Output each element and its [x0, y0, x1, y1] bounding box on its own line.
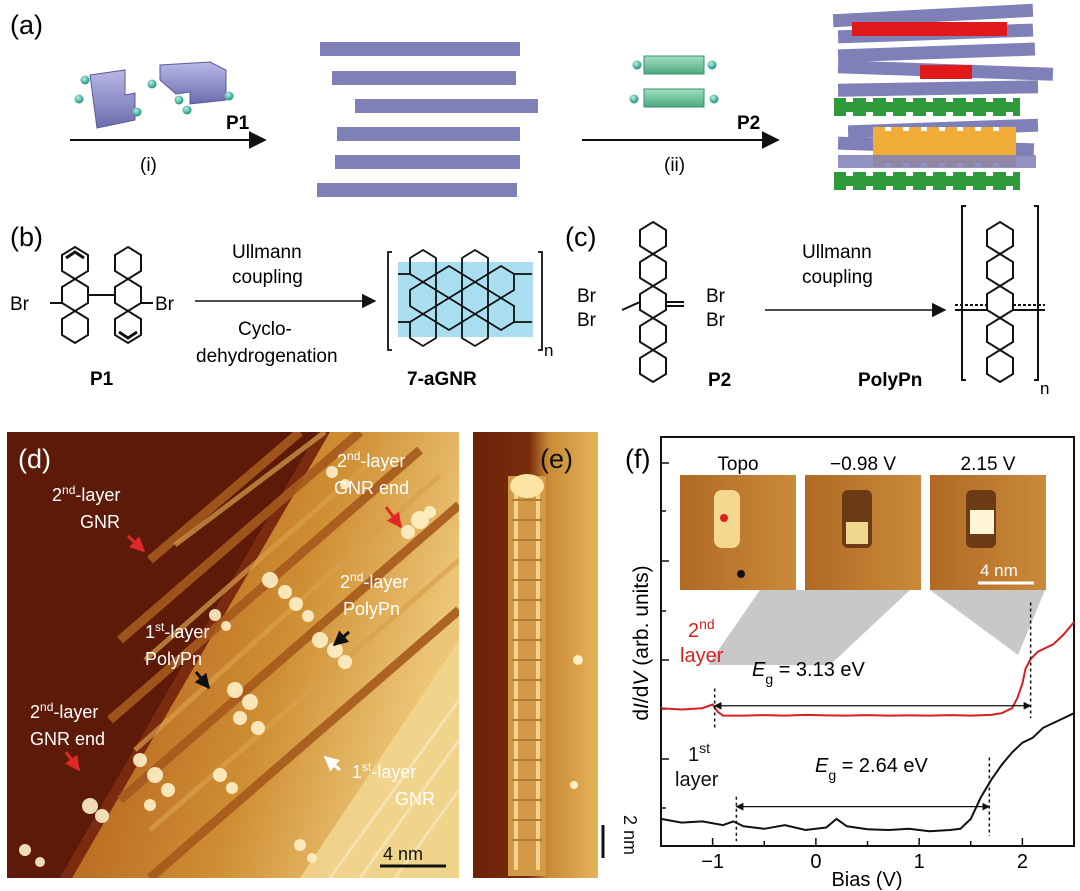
spectra-curves [660, 621, 1075, 833]
gnr-subscript-n: n [544, 341, 553, 360]
product-7agnr: 7-aGNR [407, 369, 477, 390]
step-ii-label: (ii) [664, 155, 685, 176]
polypn-subscript-n: n [1040, 379, 1049, 398]
mixed-ribbon-stack [832, 3, 1054, 190]
layer1-label-line1: 1st [688, 740, 710, 766]
panel-c-label: (c) [565, 222, 596, 252]
panel-f: (f) −1 0 1 2 Bias (V) dI/dV (arb. units) [625, 436, 1075, 891]
inset-images: 4 nm Topo −0.98 V 2.15 V [680, 454, 1046, 665]
precursor-p2: P2 [708, 370, 731, 391]
series-line-1st-layer [660, 712, 1075, 833]
ann-1st-polypn-line1: 1st-layer [145, 620, 209, 642]
ann-1st-polypn-line2: PolyPn [145, 649, 202, 669]
br-right: Br [155, 294, 175, 315]
reagent-p1-label: P1 [226, 113, 250, 134]
y-axis-label: dI/dV (arb. units) [630, 565, 653, 720]
ullmann-label-b: Ullmann [232, 242, 302, 263]
panel-a-label: (a) [10, 10, 43, 40]
ann-2nd-gnr-line1: 2nd-layer [52, 483, 120, 505]
gap-markers [713, 602, 1032, 842]
step-i-label: (i) [140, 155, 157, 176]
panel-b: (b) Br Br P1 Ullmann coupling Cyclo- deh… [10, 222, 553, 390]
layer2-label-line2: layer [680, 645, 724, 667]
arrow-2nd-gnr-end-top [384, 506, 403, 529]
cyclo-label: Cyclo- [238, 319, 292, 340]
polypn-structure [955, 205, 1045, 384]
panel-e-label: (e) [540, 444, 573, 474]
ann-2nd-polypn-line1: 2nd-layer [340, 570, 408, 592]
layer1-label-line2: layer [675, 769, 719, 791]
arrow-2nd-gnr [126, 534, 146, 553]
br-2: Br [577, 310, 597, 331]
br-1: Br [577, 286, 597, 307]
p1-molecule-icon [74, 61, 234, 129]
dehydrogenation-label: dehydrogenation [196, 346, 338, 367]
ann-2nd-gnr-line2: GNR [80, 512, 120, 532]
inset-red-dot [720, 514, 728, 522]
panel-a: (a) P1 (i) [10, 3, 1054, 197]
ann-2nd-polypn-line2: PolyPn [343, 599, 400, 619]
gnr-stack [317, 42, 538, 197]
ullmann-label-c: Ullmann [802, 242, 872, 263]
ann-2nd-gnr-end-top-line1: 2nd-layer [337, 449, 405, 471]
p2-structure [621, 220, 684, 384]
inset-label-m098: −0.98 V [830, 454, 896, 475]
y-ticks [661, 462, 669, 809]
ann-2nd-gnr-end-bottom-line2: GNR end [30, 729, 105, 749]
panel-d-stm-image: (d) 2nd-layer GNR 2nd-layer GNR end 2nd-… [7, 432, 459, 878]
arrow-2nd-gnr-end-bottom [64, 751, 81, 772]
ann-2nd-gnr-end-top-line2: GNR end [334, 478, 409, 498]
gnr-7a-structure [387, 248, 543, 351]
x-tick-labels: −1 0 1 2 [701, 851, 1028, 873]
ann-1st-gnr-line2: GNR [395, 789, 435, 809]
eg1-label: Eg = 2.64 eV [815, 755, 929, 783]
x-ticks [711, 838, 1024, 846]
panel-b-label: (b) [10, 222, 43, 252]
inset-connector-2 [930, 590, 1045, 655]
series-line-2nd-layer [660, 621, 1075, 717]
xtick-label-2: 2 [1017, 851, 1028, 873]
p2-molecule-icon [629, 55, 719, 108]
ann-1st-gnr-line1: 1st-layer [352, 760, 416, 782]
panel-d-label: (d) [18, 444, 51, 474]
panel-f-label: (f) [625, 444, 650, 474]
coupling-label-b: coupling [232, 267, 303, 288]
br-left: Br [10, 294, 30, 315]
scalebar-d-label: 4 nm [383, 844, 423, 864]
panel-c: (c) Br Br Br Br P2 Ullmann coupling [565, 205, 1049, 398]
scalebar-e-label: 2 nm [620, 815, 640, 855]
precursor-p1: P1 [90, 369, 114, 390]
eg2-label: Eg = 3.13 eV [752, 659, 866, 687]
panel-e-stm-image: (e) 2 nm [473, 432, 640, 878]
reagent-p2-label: P2 [737, 113, 760, 134]
arrow-1st-gnr [323, 755, 341, 772]
inset-label-215: 2.15 V [961, 454, 1016, 475]
br-3: Br [706, 286, 726, 307]
xtick-label-m1: −1 [701, 851, 724, 873]
x-axis-label: Bias (V) [831, 869, 902, 891]
xtick-label-0: 0 [810, 851, 821, 873]
inset-scalebar-label: 4 nm [980, 561, 1018, 580]
arrow-1st-polypn [194, 671, 211, 690]
inset-black-dot [737, 570, 745, 578]
arrow-2nd-polypn [332, 630, 350, 647]
product-polypn: PolyPn [858, 370, 922, 391]
inset-connector-1 [708, 590, 910, 665]
br-4: Br [706, 310, 726, 331]
layer2-label-line1: 2nd [688, 616, 715, 642]
coupling-label-c: coupling [802, 267, 873, 288]
ann-2nd-gnr-end-bottom-line1: 2nd-layer [30, 700, 98, 722]
p1-structure [50, 245, 153, 345]
inset-label-topo: Topo [717, 454, 758, 475]
xtick-label-1: 1 [914, 851, 925, 873]
